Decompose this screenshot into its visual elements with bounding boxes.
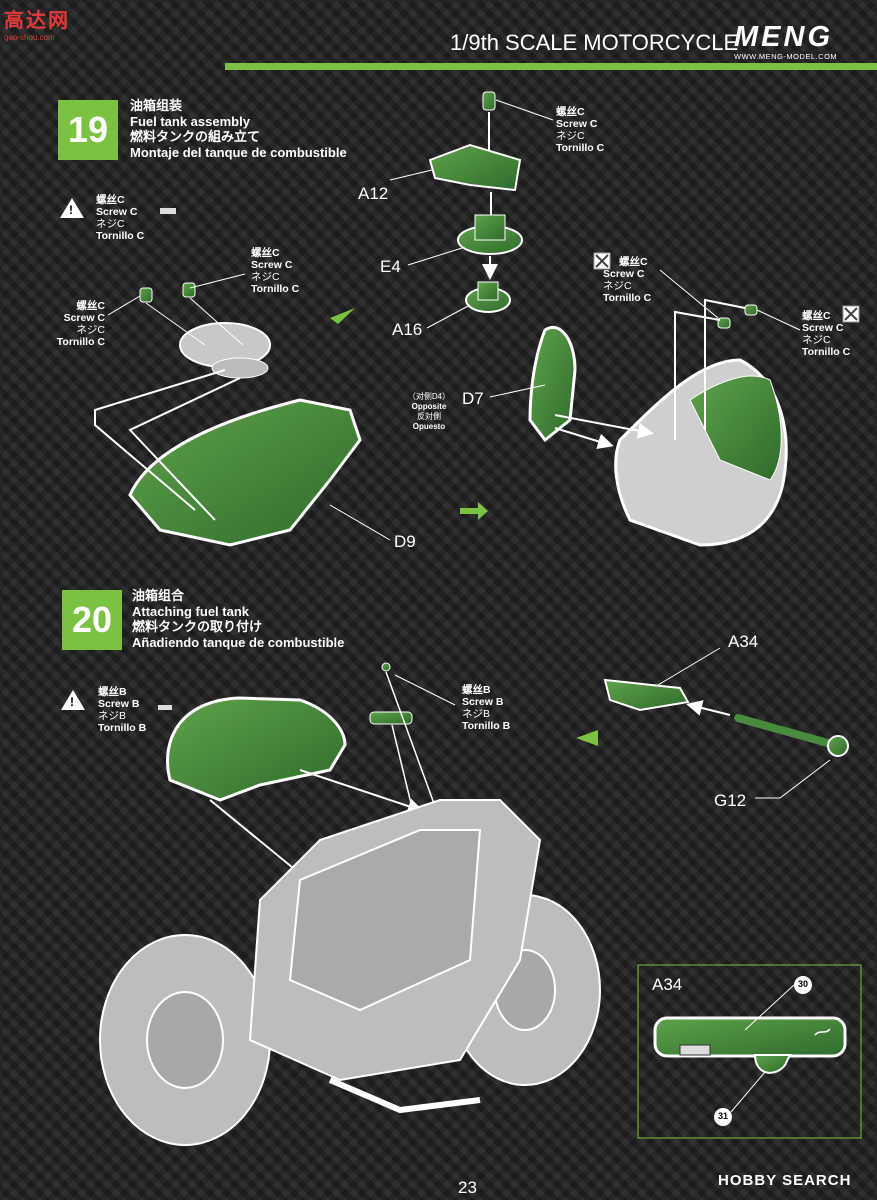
text-jp: ネジC bbox=[96, 218, 125, 230]
text-es: Tornillo B bbox=[462, 720, 511, 732]
text-jp: ネジC bbox=[556, 130, 585, 142]
text-es: Tornillo C bbox=[802, 346, 851, 358]
text-cn: 螺丝B bbox=[98, 686, 127, 698]
checkbox-icon bbox=[593, 252, 611, 270]
text-cn: （对侧D4） bbox=[407, 392, 451, 401]
motorcycle-frame bbox=[99, 799, 601, 1146]
warning-screw-c: 螺丝C Screw C ネジC Tornillo C bbox=[96, 194, 144, 242]
watermark-url: gao-shou.com bbox=[4, 33, 55, 42]
text-en: Opposite bbox=[411, 402, 447, 411]
text-jp: ネジC bbox=[251, 271, 280, 283]
part-e4 bbox=[457, 214, 523, 255]
title-cn: 油箱组合 bbox=[132, 588, 185, 603]
text-cn: 螺丝C bbox=[556, 106, 585, 118]
opposite-note: （对侧D4） Opposite 反対側 Opuesto bbox=[398, 392, 460, 432]
step-19-title: 油箱组装 Fuel tank assembly 燃料タンクの組み立て Monta… bbox=[130, 98, 347, 160]
part-label-d9: D9 bbox=[394, 532, 416, 551]
part-a34 bbox=[603, 678, 690, 712]
screw-c-icon bbox=[160, 208, 176, 214]
screw-label-cap-left: 螺丝C Screw C ネジC Tornillo C bbox=[53, 300, 105, 348]
text-en: Screw C bbox=[63, 312, 105, 324]
text-en: Screw C bbox=[603, 268, 645, 280]
screw-label-top: 螺丝C Screw C ネジC Tornillo C bbox=[556, 106, 604, 154]
text-cn: 螺丝B bbox=[462, 684, 491, 696]
title-cn: 油箱组装 bbox=[130, 98, 183, 113]
part-g12 bbox=[734, 714, 849, 757]
watermark-chars: 高达网 bbox=[4, 10, 70, 32]
text-es: Tornillo C bbox=[556, 142, 605, 154]
text-es: Tornillo C bbox=[603, 292, 652, 304]
callout-30: 30 bbox=[797, 979, 808, 989]
screw-label-cap-right: 螺丝C Screw C ネジC Tornillo C bbox=[251, 247, 299, 295]
checkbox-icon bbox=[842, 305, 860, 323]
part-a12 bbox=[428, 143, 522, 192]
page-title: 1/9th SCALE MOTORCYCLE bbox=[450, 30, 739, 55]
text-jp: ネジC bbox=[603, 280, 632, 292]
part-tank-half bbox=[614, 358, 788, 547]
text-jp: ネジB bbox=[462, 708, 491, 720]
screw-label-tank-right: 螺丝C Screw C ネジC Tornillo C bbox=[802, 310, 850, 358]
part-label-a12: A12 bbox=[358, 184, 389, 203]
title-en: Fuel tank assembly bbox=[130, 113, 250, 129]
part-cap-grey bbox=[179, 322, 271, 379]
step-20-title: 油箱组合 Attaching fuel tank 燃料タンクの取り付け Añad… bbox=[132, 588, 344, 650]
warning-screw-b: 螺丝B Screw B ネジB Tornillo B bbox=[98, 686, 146, 734]
step-20-number: 20 bbox=[62, 590, 122, 650]
text-jp: ネジB bbox=[98, 710, 127, 722]
step-19-number: 19 bbox=[58, 100, 118, 160]
text-en: Screw C bbox=[96, 206, 138, 218]
text-cn: 螺丝C bbox=[76, 300, 105, 312]
text-en: Screw B bbox=[462, 696, 504, 708]
text-cn: 螺丝C bbox=[96, 194, 125, 206]
text-es: Tornillo B bbox=[98, 722, 147, 734]
text-es: Tornillo C bbox=[251, 283, 300, 295]
text-en: Screw C bbox=[802, 322, 844, 334]
text-cn: 螺丝C bbox=[802, 310, 831, 322]
title-es: Montaje del tanque de combustible bbox=[130, 144, 347, 160]
text-jp: 反対側 bbox=[417, 412, 441, 421]
detail-inset bbox=[637, 964, 862, 1139]
warning-icon bbox=[60, 198, 84, 218]
part-a16 bbox=[465, 281, 511, 313]
callout-31: 31 bbox=[717, 1111, 728, 1121]
screw-label-b: 螺丝B Screw B ネジB Tornillo B bbox=[462, 684, 510, 732]
page-number: 23 bbox=[458, 1178, 477, 1197]
text-jp: ネジC bbox=[76, 324, 105, 336]
text-cn: 螺丝C bbox=[619, 256, 648, 268]
watermark-logo: 高达网 gao-shou.com bbox=[4, 4, 70, 42]
text-en: Screw C bbox=[556, 118, 598, 130]
brand-logo: MENG WWW.MENG-MODEL.COM bbox=[734, 22, 846, 61]
text-cn: 螺丝C bbox=[251, 247, 280, 259]
screw-b-icon bbox=[158, 705, 172, 710]
title-en: Attaching fuel tank bbox=[132, 603, 250, 619]
part-d9 bbox=[128, 398, 362, 547]
screw-label-tank-left: 螺丝C Screw C ネジC Tornillo C bbox=[603, 256, 651, 304]
text-en: Screw C bbox=[251, 259, 293, 271]
part-label-d7: D7 bbox=[462, 389, 484, 408]
title-jp: 燃料タンクの組み立て bbox=[130, 129, 261, 144]
part-label-e4: E4 bbox=[380, 257, 401, 276]
title-jp: 燃料タンクの取り付け bbox=[132, 619, 263, 634]
part-label-g12: G12 bbox=[714, 791, 747, 810]
warning-icon bbox=[61, 690, 85, 710]
part-label-a16: A16 bbox=[392, 320, 423, 339]
header-stripe bbox=[225, 63, 877, 70]
part-fuel-tank bbox=[166, 696, 347, 802]
inset-label-a34: A34 bbox=[652, 975, 683, 994]
brand-name: MENG bbox=[734, 21, 833, 53]
part-screw-top bbox=[482, 91, 496, 111]
text-es: Opuesto bbox=[412, 422, 446, 431]
text-es: Tornillo C bbox=[56, 336, 105, 348]
text-jp: ネジC bbox=[802, 334, 831, 346]
part-label-a34: A34 bbox=[728, 632, 759, 651]
text-en: Screw B bbox=[98, 698, 140, 710]
part-d7 bbox=[528, 326, 577, 443]
hobby-search-logo: HOBBY SEARCH bbox=[718, 1172, 852, 1189]
text-es: Tornillo C bbox=[96, 230, 145, 242]
title-es: Añadiendo tanque de combustible bbox=[132, 634, 345, 650]
brand-url: WWW.MENG-MODEL.COM bbox=[734, 52, 838, 61]
